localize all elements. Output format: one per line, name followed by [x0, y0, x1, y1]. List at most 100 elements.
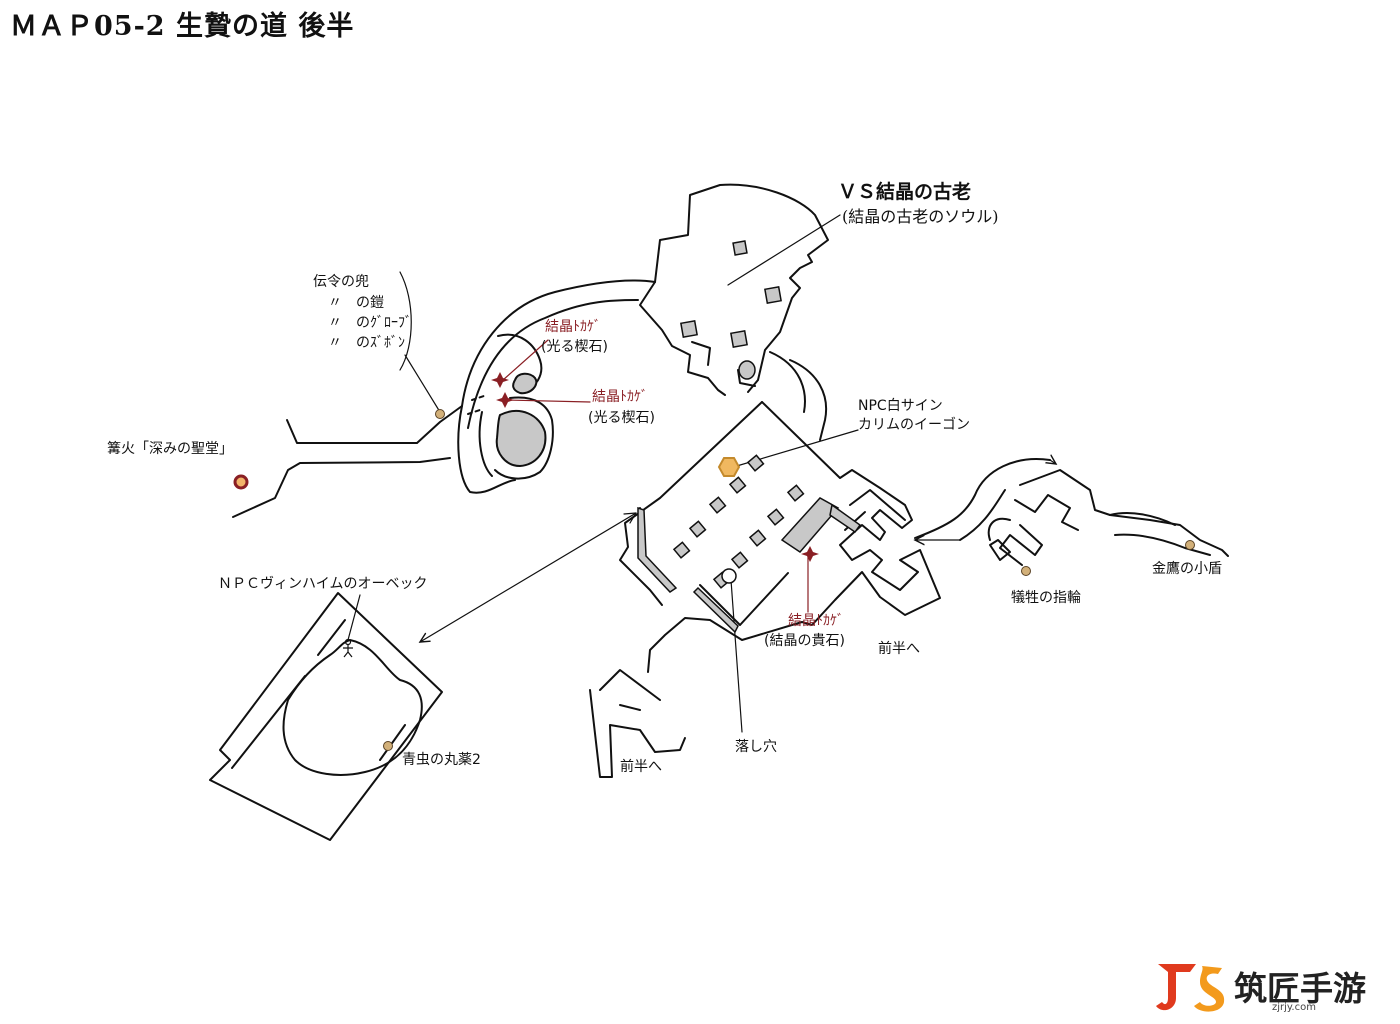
south-lower-right	[599, 669, 661, 701]
pillar	[732, 240, 748, 256]
boss-room-stub-2	[737, 369, 756, 387]
east-passage-1	[849, 489, 906, 521]
cave-passage-dash	[467, 409, 481, 415]
orbeck-room-outer	[209, 592, 443, 841]
boss-room-west	[639, 281, 726, 396]
east-room-2	[999, 524, 1043, 566]
map-title: ＭＡＰ05-2 生贄の道 後半	[10, 11, 355, 42]
watermark-logo: JS	[1156, 964, 1225, 1017]
pillar	[680, 320, 698, 338]
boss-to-hall-curve	[789, 359, 827, 441]
pillar	[786, 484, 805, 502]
label-lizard-2-drop: (光る楔石)	[588, 410, 655, 426]
hall-west-wall	[619, 401, 763, 606]
label-npc-orbeck: ＮＰＣヴィンハイムのオーベック	[218, 576, 428, 592]
east-room-1	[1019, 469, 1229, 557]
label-boss-reward: (結晶の古老のソウル)	[842, 207, 999, 226]
boss-leader	[727, 214, 841, 286]
lizard-1-marker	[491, 372, 509, 388]
messenger-leader	[404, 354, 441, 413]
hall-ledge-2	[829, 503, 862, 534]
west-corridor-lower-wall	[232, 457, 451, 518]
label-golden-falcon-shield: 金鷹の小盾	[1152, 561, 1222, 577]
item-golden-falcon-shield	[1185, 540, 1195, 550]
label-pitfall: 落し穴	[735, 739, 777, 755]
east-curve-into-room	[987, 517, 1011, 541]
watermark-url: zjrjy.com	[1272, 1002, 1316, 1013]
pillar	[730, 551, 749, 569]
east-room-3	[989, 539, 1011, 561]
pitfall-leader	[730, 579, 743, 733]
pillar	[730, 330, 748, 348]
label-to-first-half-east: 前半へ	[878, 641, 920, 657]
lizard-1-leader	[502, 339, 549, 381]
watermark-name: 筑匠手游	[1234, 969, 1366, 1008]
lizard-2-marker	[496, 392, 514, 408]
travel-arrow-head-top	[623, 512, 637, 524]
cave-outer-wall	[461, 279, 656, 407]
alcove-lower	[494, 396, 554, 480]
messenger-bracket	[399, 271, 412, 371]
pillar	[746, 454, 765, 472]
pillar	[672, 541, 691, 559]
label-messenger-armor: 〃 の鎧	[328, 295, 384, 311]
label-messenger-gloves: 〃 のｸﾞﾛｰﾌﾞ	[328, 315, 412, 331]
pillar	[764, 286, 782, 304]
east-upper-tunnel-2	[1114, 533, 1211, 556]
east-room-1-inner	[1014, 494, 1079, 531]
label-to-first-half-south: 前半へ	[620, 759, 662, 775]
bonfire-marker	[233, 474, 249, 490]
cave-lower-inner	[478, 411, 493, 477]
alcove-rock-small	[512, 372, 538, 395]
watermark-logo-text: JS	[1165, 1015, 1167, 1017]
label-lizard-1-drop: (光る楔石)	[541, 339, 608, 355]
npc-white-sign-marker	[717, 457, 741, 477]
label-bonfire: 篝火「深みの聖堂」	[107, 441, 233, 457]
pillar	[766, 508, 785, 526]
watermark: JS 筑匠手游 zjrjy.com	[1152, 958, 1388, 1018]
orbeck-leader	[347, 594, 361, 641]
east-winding-path-bottom	[959, 489, 1006, 541]
item-blue-bug-pill	[383, 741, 393, 751]
lizard-3-marker	[801, 546, 819, 562]
cave-inner-wall	[467, 299, 639, 429]
pitfall-marker	[721, 568, 737, 584]
east-arrow-top	[1050, 460, 1056, 464]
label-boss: ＶＳ結晶の古老	[838, 181, 972, 203]
label-messenger-helm: 伝令の兜	[313, 274, 369, 290]
cave-passage-dash-2	[471, 395, 485, 401]
hall-outer	[647, 401, 941, 673]
pillar	[708, 496, 727, 514]
hall-ledge	[780, 497, 840, 553]
boss-room-wall	[654, 183, 829, 393]
label-lizard-1-name: 結晶ﾄｶｹﾞ	[545, 319, 601, 335]
lizard-2-leader	[504, 399, 591, 403]
pillar	[728, 476, 747, 494]
label-blue-bug-pill: 青虫の丸薬2	[402, 752, 481, 768]
item-sacrifice-ring	[1021, 566, 1031, 576]
pillar	[748, 529, 767, 547]
pillar-round	[738, 360, 756, 380]
item-messenger-set	[435, 409, 445, 419]
hall-inner-south	[699, 572, 789, 626]
boss-room-stub	[691, 341, 711, 366]
orbeck-room-bar-1	[317, 619, 346, 656]
south-stub	[619, 704, 641, 711]
south-lower-left	[589, 689, 686, 778]
cave-lower-outer	[457, 405, 516, 494]
east-upper-tunnel	[1109, 512, 1176, 526]
label-npc-white-sign: NPC白サイン	[858, 398, 943, 414]
alcove-rock-large	[495, 410, 547, 468]
west-corridor-upper-wall	[286, 405, 463, 444]
label-sacrifice-ring: 犠牲の指輪	[1011, 590, 1081, 606]
boss-to-hall-curve-inner	[769, 351, 806, 413]
label-lizard-3-drop: (結晶の貴石)	[764, 633, 845, 649]
npc-orbeck-marker	[344, 638, 352, 646]
orbeck-room-bar-2	[231, 675, 306, 769]
east-winding-path-top	[914, 458, 1051, 539]
label-messenger-leggings: 〃 のｽﾞﾎﾞﾝ	[328, 335, 405, 351]
pillar	[688, 520, 707, 538]
hall-ledge-south	[692, 586, 739, 634]
hall-ledge-west	[637, 506, 678, 593]
